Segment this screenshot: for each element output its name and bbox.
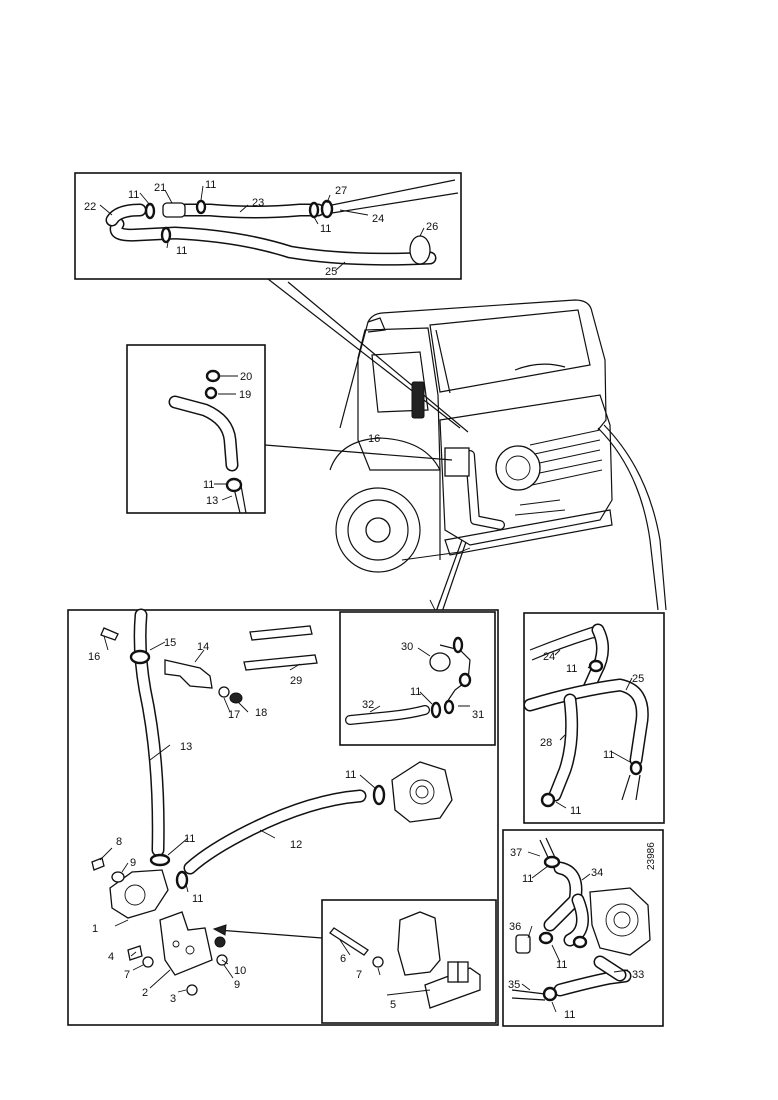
label-15: 15 bbox=[164, 637, 176, 649]
label-11: 11 bbox=[320, 223, 331, 235]
label-28: 28 bbox=[540, 737, 552, 749]
label-30: 30 bbox=[401, 641, 413, 653]
label-22: 22 bbox=[84, 201, 96, 213]
label-11: 11 bbox=[556, 959, 567, 971]
label-26: 26 bbox=[426, 221, 438, 233]
label-1: 1 bbox=[92, 923, 98, 935]
label-34: 34 bbox=[591, 867, 603, 879]
truck-illustration: 16 bbox=[329, 299, 667, 613]
label-3: 3 bbox=[170, 993, 176, 1005]
label-36: 36 bbox=[509, 921, 521, 933]
label-12: 12 bbox=[290, 839, 302, 851]
label-4: 4 bbox=[108, 951, 114, 963]
label-11: 11 bbox=[203, 479, 214, 491]
label-23: 23 bbox=[252, 197, 264, 209]
label-11: 11 bbox=[564, 1009, 575, 1021]
label-31: 31 bbox=[472, 709, 484, 721]
label-19: 19 bbox=[239, 389, 251, 401]
label-7: 7 bbox=[124, 969, 130, 981]
label-32: 32 bbox=[362, 699, 374, 711]
label-9: 9 bbox=[234, 979, 240, 991]
label-13: 13 bbox=[206, 495, 218, 507]
label-5: 5 bbox=[390, 999, 396, 1011]
label-24: 24 bbox=[372, 213, 384, 225]
label-16: 16 bbox=[88, 651, 100, 663]
label-10: 10 bbox=[234, 965, 246, 977]
label-11: 11 bbox=[566, 663, 577, 675]
label-6: 6 bbox=[340, 953, 346, 965]
label-37: 37 bbox=[510, 847, 522, 859]
detail-panel-right-middle: 24 11 25 28 11 11 bbox=[523, 612, 665, 824]
label-16-on-cab: 16 bbox=[368, 433, 380, 445]
label-2: 2 bbox=[142, 987, 148, 999]
label-21: 21 bbox=[154, 182, 166, 194]
label-17: 17 bbox=[228, 709, 240, 721]
label-20: 20 bbox=[240, 371, 252, 383]
label-11: 11 bbox=[205, 179, 216, 191]
detail-panel-top: 22 11 21 11 11 23 27 11 24 26 25 bbox=[74, 172, 462, 280]
label-25: 25 bbox=[632, 673, 644, 685]
label-11: 11 bbox=[522, 873, 533, 885]
detail-panel-center: 30 11 31 32 bbox=[339, 611, 496, 746]
drawing-code: 23986 bbox=[646, 842, 657, 870]
label-18: 18 bbox=[255, 707, 267, 719]
label-11: 11 bbox=[345, 769, 356, 781]
label-7: 7 bbox=[356, 969, 362, 981]
label-11: 11 bbox=[603, 749, 614, 761]
label-11: 11 bbox=[410, 686, 421, 698]
detail-panel-main: 16 15 14 17 18 29 13 11 12 11 8 9 11 1 4… bbox=[67, 608, 499, 1026]
label-11: 11 bbox=[176, 245, 187, 257]
label-11: 11 bbox=[128, 189, 139, 201]
label-11: 11 bbox=[570, 805, 581, 817]
label-13: 13 bbox=[180, 741, 192, 753]
detail-panel-left-middle: 20 19 11 13 bbox=[126, 344, 453, 514]
label-25: 25 bbox=[325, 266, 337, 278]
label-11: 11 bbox=[184, 833, 195, 845]
label-14: 14 bbox=[197, 641, 209, 653]
label-11: 11 bbox=[192, 893, 203, 905]
label-9: 9 bbox=[130, 857, 136, 869]
label-33: 33 bbox=[632, 969, 644, 981]
label-35: 35 bbox=[508, 979, 520, 991]
label-29: 29 bbox=[290, 675, 302, 687]
label-24: 24 bbox=[543, 651, 555, 663]
label-8: 8 bbox=[116, 836, 122, 848]
label-27: 27 bbox=[335, 185, 347, 197]
detail-panel-bottom-right: 23986 37 11 34 36 11 33 35 11 bbox=[502, 829, 664, 1027]
